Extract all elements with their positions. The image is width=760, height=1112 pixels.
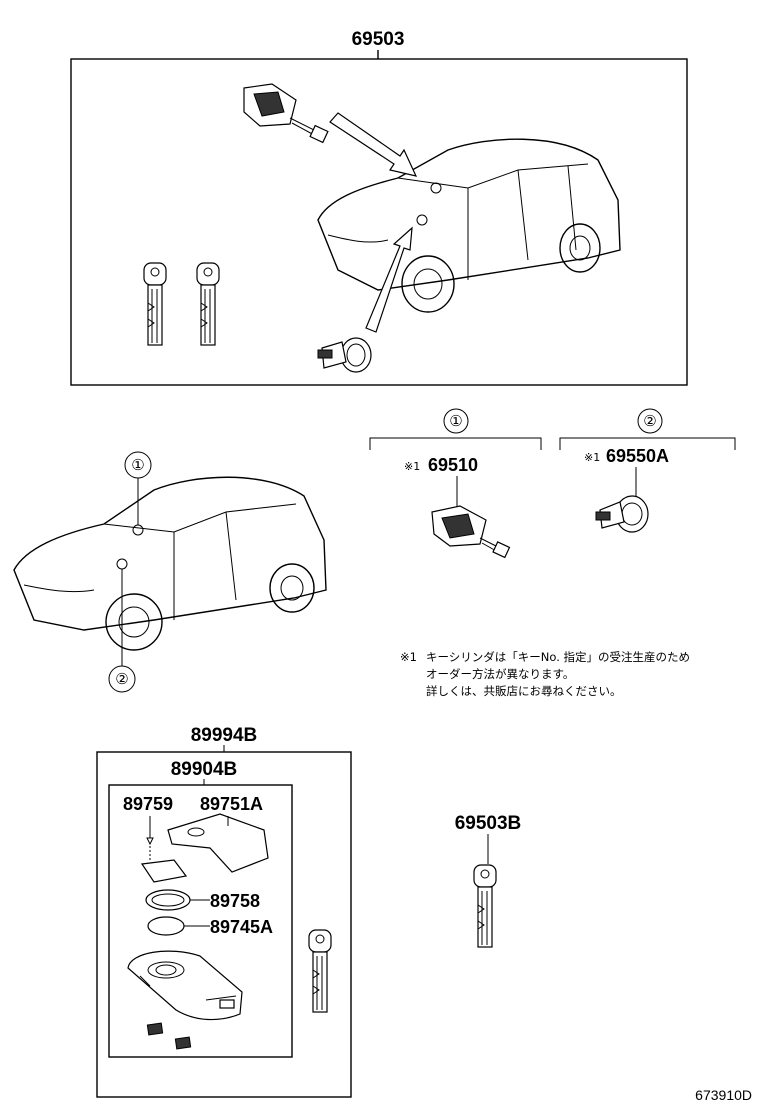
callout-number-1: ① [131, 456, 144, 474]
ignition-cylinder-illustration [431, 505, 511, 559]
assembly-69503: 69503 [70, 29, 688, 386]
key-kit-inner-part-number: 89904B [171, 759, 238, 780]
ignition-cylinder-illustration [243, 83, 329, 144]
blank-key-part-number: 69503B [455, 813, 522, 834]
plate-illustration [140, 859, 188, 883]
car-illustration [317, 138, 621, 313]
key-illustration [196, 262, 220, 346]
note-mark: ※1 [400, 650, 417, 664]
key-illustration [473, 864, 497, 948]
cylinder-1-part-number: 69510 [428, 455, 478, 475]
part-89751A-label: 89751A [200, 794, 263, 814]
note-line-3: 詳しくは、共販店にお尋ねください。 [426, 684, 622, 698]
blank-key-group: 69503B [455, 813, 522, 948]
cylinder-group-1: ① ※1 69510 [369, 408, 542, 559]
cylinder-1-mark: ※1 [404, 460, 420, 473]
switch-pad-illustration [174, 1036, 192, 1050]
key-kit-assembly: 89994B 89904B 89759 89751A 89758 89745A [96, 725, 352, 1098]
key-illustration [143, 262, 167, 346]
cover-illustration [167, 813, 269, 873]
cylinder-group-2: ② ※1 69550A [559, 408, 736, 533]
note-line-1: キーシリンダは「キーNo. 指定」の受注生産のため [426, 650, 690, 664]
part-89759-label: 89759 [123, 794, 173, 814]
battery-illustration [147, 916, 185, 936]
key-kit-outer-part-number: 89994B [191, 725, 258, 746]
order-note: ※1 キーシリンダは「キーNo. 指定」の受注生産のため オーダー方法が異なりま… [400, 650, 690, 698]
group-1-label: ① [449, 412, 462, 430]
callout-number-2: ② [115, 670, 128, 688]
assembly-frame [70, 58, 688, 386]
switch-pad-illustration [146, 1022, 164, 1036]
o-ring-illustration [145, 889, 191, 911]
emergency-key-illustration [308, 929, 332, 1013]
callout-circle-2 [108, 665, 136, 693]
cylinder-2-part-number: 69550A [606, 446, 669, 466]
locator-car: ① ② [13, 451, 327, 693]
part-89745A-label: 89745A [210, 917, 273, 937]
callout-circle-1 [124, 451, 152, 479]
key-kit-inner-frame [108, 784, 293, 1058]
part-89758-label: 89758 [210, 891, 260, 911]
group-2-label: ② [643, 412, 656, 430]
key-fob-illustration [127, 950, 243, 1021]
door-lock-cylinder-illustration [317, 337, 372, 373]
note-line-2: オーダー方法が異なります。 [426, 667, 574, 681]
diagram-reference-code: 673910D [695, 1087, 752, 1103]
door-lock-cylinder-illustration [595, 495, 649, 533]
assembly-part-number: 69503 [352, 29, 405, 50]
cylinder-2-mark: ※1 [584, 451, 600, 464]
key-kit-outer-frame [96, 751, 352, 1098]
